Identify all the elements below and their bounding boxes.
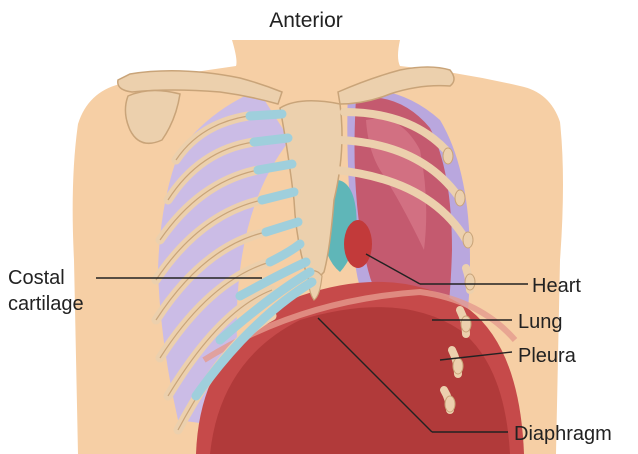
label-heart: Heart — [532, 275, 581, 297]
label-lung: Lung — [518, 311, 563, 333]
label-costal-cartilage-line2: cartilage — [8, 293, 84, 315]
heart — [344, 220, 372, 268]
label-pleura: Pleura — [518, 345, 577, 367]
diagram-title: Anterior — [269, 9, 343, 32]
label-costal-cartilage-line1: Costal — [8, 267, 65, 289]
label-diaphragm: Diaphragm — [514, 423, 612, 445]
